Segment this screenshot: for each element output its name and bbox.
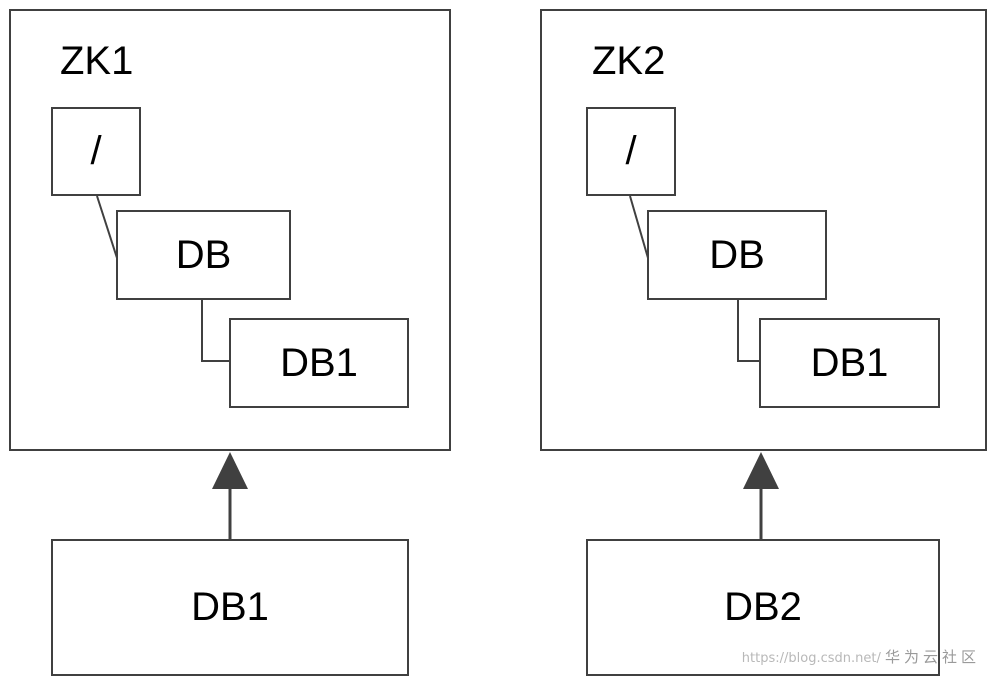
zk1-db-label: DB (175, 232, 232, 277)
right-arrow-head (743, 452, 779, 489)
zk2-db-label: DB (709, 232, 765, 277)
zk1-db-node: DB (116, 210, 291, 300)
client-left-label: DB1 (191, 585, 269, 629)
zk1-root-node: / (51, 107, 141, 196)
zk2-root-label: / (625, 129, 637, 173)
left-arrow-head (212, 452, 248, 489)
zk1-title: ZK1 (60, 39, 134, 83)
zk2-root-node: / (586, 107, 676, 196)
zk2-title: ZK2 (592, 39, 666, 83)
watermark: https://blog.csdn.net/ 华为云社区 (742, 646, 980, 667)
zk1-root-label: / (90, 129, 102, 173)
watermark-brand: 华为云社区 (884, 648, 980, 666)
zk2-db-node: DB (647, 210, 827, 300)
client-right-box: DB2 (586, 539, 940, 676)
zk1-db1-label: DB1 (280, 340, 358, 385)
zk1-db1-node: DB1 (229, 318, 409, 408)
client-right-label: DB2 (724, 585, 802, 629)
client-left-box: DB1 (51, 539, 409, 676)
zk2-db1-node: DB1 (759, 318, 940, 408)
watermark-url: https://blog.csdn.net/ (741, 651, 881, 666)
zk2-db1-label: DB1 (810, 340, 889, 385)
